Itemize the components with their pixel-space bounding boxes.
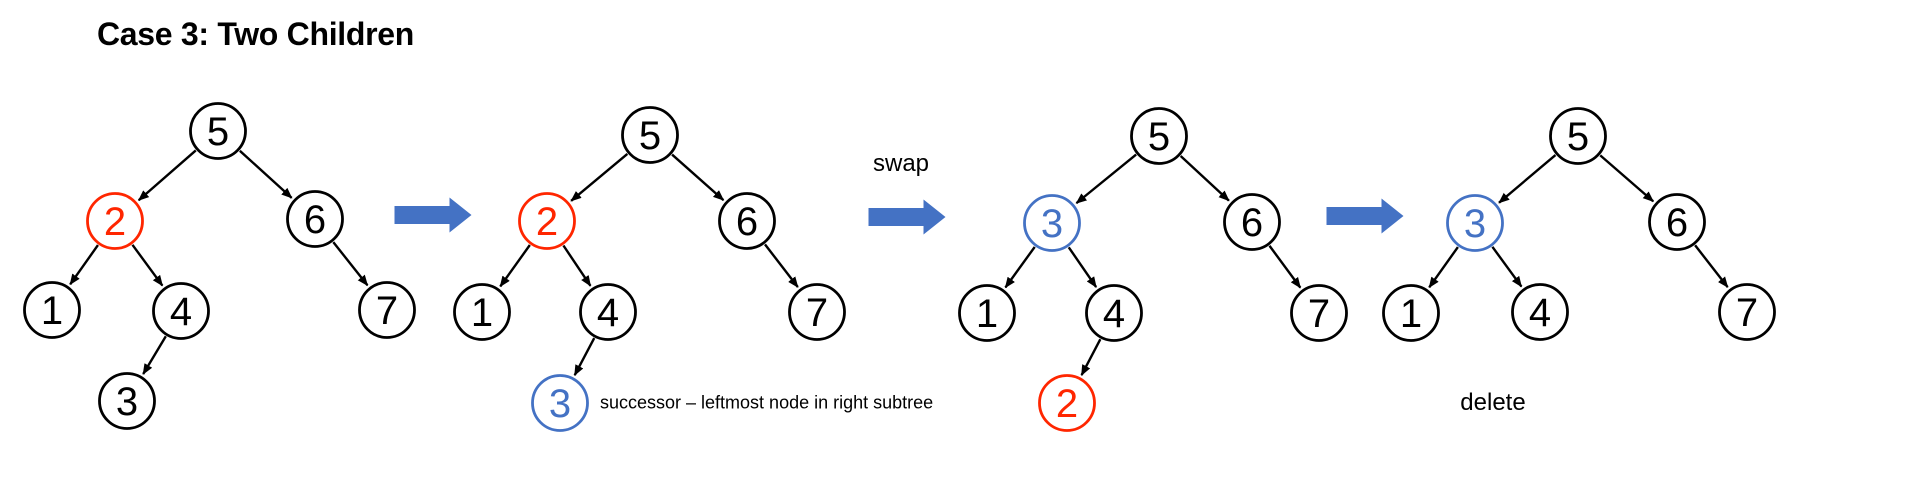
tree-edge xyxy=(573,337,596,377)
tree-node-label: 5 xyxy=(1148,115,1170,159)
tree-node-label: 3 xyxy=(116,380,138,424)
tree-node-circle xyxy=(286,190,344,248)
tree-edge xyxy=(1491,246,1523,288)
tree-node-label: 3 xyxy=(1041,202,1063,246)
tree-edge xyxy=(131,244,164,287)
tree-node-circle xyxy=(189,102,247,160)
tree-node-label: 3 xyxy=(1464,202,1486,246)
tree-node-label: 4 xyxy=(1103,292,1125,336)
tree-edge xyxy=(1498,154,1557,204)
tree-edge xyxy=(1268,245,1302,289)
tree-edge xyxy=(332,241,369,287)
tree-successor-found: 5 2 6 1 4 7 3 xyxy=(453,106,846,432)
tree-node-label: 1 xyxy=(1400,292,1422,336)
delete-label: delete xyxy=(1460,389,1526,416)
tree-edge xyxy=(1067,246,1098,288)
tree-edge xyxy=(1004,246,1036,289)
tree-edge xyxy=(1179,155,1230,202)
tree-node-label: 1 xyxy=(976,292,998,336)
tree-node-circle xyxy=(1382,284,1440,342)
tree-edge xyxy=(1694,244,1729,288)
tree-node-label: 6 xyxy=(736,200,758,244)
tree-edge xyxy=(1428,246,1459,289)
tree-node-label: 7 xyxy=(1736,291,1758,335)
tree-node-circle xyxy=(98,372,156,430)
tree-node-circle xyxy=(579,283,637,341)
tree-node-circle xyxy=(1511,283,1569,341)
swap-label: swap xyxy=(872,150,930,177)
tree-edge xyxy=(69,244,99,286)
tree-edge xyxy=(1599,154,1655,203)
tree-node-circle xyxy=(86,192,144,250)
tree-node-circle xyxy=(1023,194,1081,252)
transition-arrow-2 xyxy=(868,199,946,235)
tree-node-circle xyxy=(788,283,846,341)
tree-edge xyxy=(1080,338,1102,376)
tree-node-circle xyxy=(1549,107,1607,165)
tree-edge xyxy=(137,149,197,202)
tree-node-circle xyxy=(718,192,776,250)
tree-node-circle xyxy=(1130,107,1188,165)
tree-node-circle xyxy=(958,284,1016,342)
tree-node-circle xyxy=(152,282,210,340)
tree-node-label: 1 xyxy=(471,291,493,335)
tree-node-label: 2 xyxy=(1056,382,1078,426)
tree-deleted: 5 3 6 1 4 7 xyxy=(1382,107,1776,342)
tree-node-circle xyxy=(1648,193,1706,251)
tree-node-circle xyxy=(621,106,679,164)
slide-title: Case 3: Two Children xyxy=(97,16,415,52)
successor-annotation: successor – leftmost node in right subtr… xyxy=(600,392,934,413)
tree-node-label: 4 xyxy=(170,290,192,334)
tree-swapped: 5 3 6 1 4 7 2 xyxy=(958,107,1348,432)
tree-edge xyxy=(499,244,531,288)
tree-node-circle xyxy=(518,192,576,250)
tree-edge xyxy=(142,335,167,375)
tree-node-circle xyxy=(358,281,416,339)
tree-node-circle xyxy=(453,283,511,341)
tree-node-label: 5 xyxy=(207,110,229,154)
tree-edge xyxy=(764,243,799,288)
transition-arrow-3 xyxy=(1326,198,1404,234)
tree-node-circle xyxy=(1718,283,1776,341)
tree-node-circle xyxy=(1290,284,1348,342)
tree-node-label: 2 xyxy=(536,200,558,244)
tree-node-label: 6 xyxy=(304,198,326,242)
tree-node-circle xyxy=(531,374,589,432)
tree-edge xyxy=(239,149,293,199)
tree-node-label: 4 xyxy=(597,291,619,335)
tree-node-circle xyxy=(1085,284,1143,342)
tree-node-label: 3 xyxy=(549,382,571,426)
tree-node-label: 5 xyxy=(1567,115,1589,159)
tree-initial: 5 2 6 1 4 7 3 xyxy=(23,102,416,430)
tree-edge xyxy=(570,152,629,202)
tree-edge xyxy=(562,244,592,287)
tree-node-circle xyxy=(1446,194,1504,252)
tree-node-circle xyxy=(1223,193,1281,251)
tree-node-label: 2 xyxy=(104,200,126,244)
tree-edge xyxy=(1075,153,1137,205)
tree-node-label: 6 xyxy=(1666,201,1688,245)
tree-node-label: 7 xyxy=(806,291,828,335)
tree-node-label: 4 xyxy=(1529,291,1551,335)
tree-node-circle xyxy=(23,281,81,339)
tree-edge xyxy=(671,153,725,202)
transition-arrow-1 xyxy=(394,197,472,233)
tree-node-label: 1 xyxy=(41,289,63,333)
tree-node-circle xyxy=(1038,374,1096,432)
tree-node-label: 5 xyxy=(639,114,661,158)
tree-node-label: 6 xyxy=(1241,201,1263,245)
tree-node-label: 7 xyxy=(376,289,398,333)
tree-node-label: 7 xyxy=(1308,292,1330,336)
